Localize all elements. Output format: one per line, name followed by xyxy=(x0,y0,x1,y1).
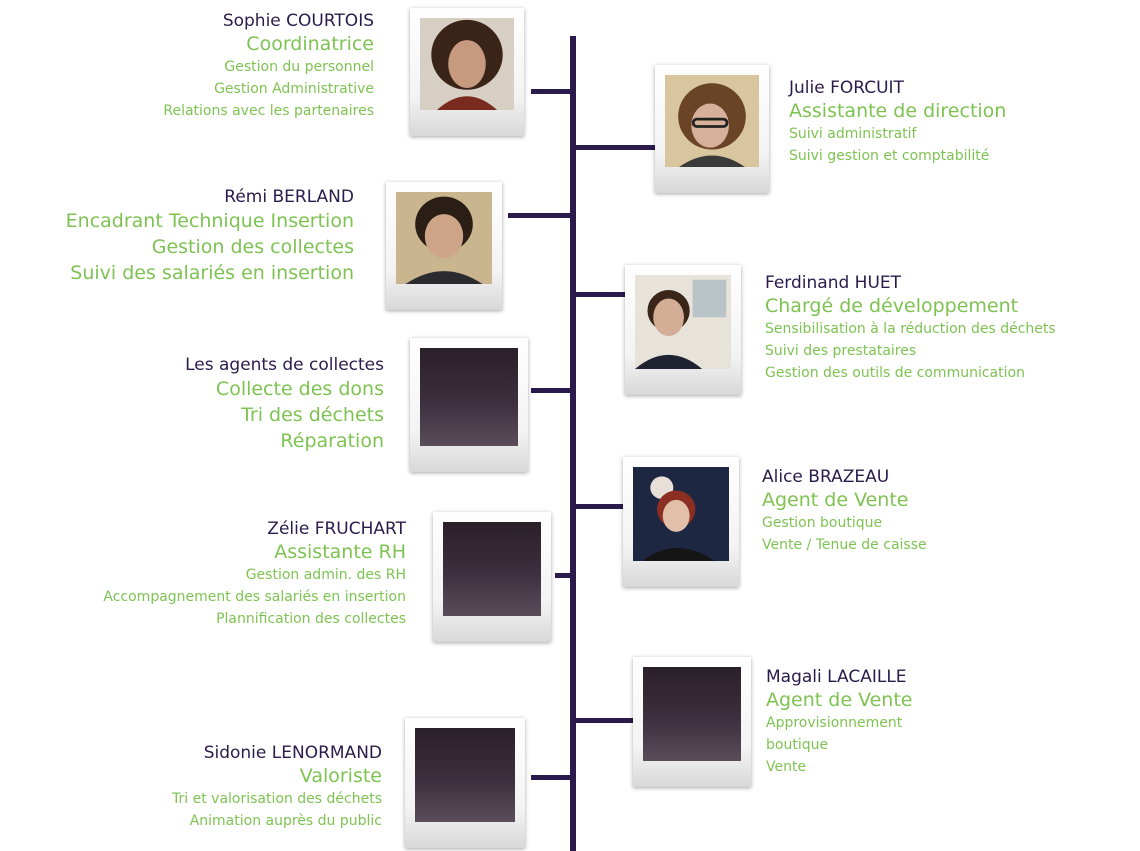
branch-line xyxy=(508,213,571,218)
photo-frame xyxy=(655,65,769,193)
member-name: Julie FORCUIT xyxy=(789,78,904,98)
member-task: Relations avec les partenaires xyxy=(163,103,374,119)
vertical-connector-line xyxy=(570,36,576,851)
photo-placeholder xyxy=(643,667,741,761)
photo-frame xyxy=(405,718,525,848)
photo-frame xyxy=(433,512,551,642)
member-name: Rémi BERLAND xyxy=(224,187,354,207)
member-role: Assistante de direction xyxy=(789,100,1007,122)
branch-line xyxy=(555,573,571,578)
photo-placeholder xyxy=(420,348,518,446)
member-role: Chargé de développement xyxy=(765,295,1019,317)
member-name: Zélie FRUCHART xyxy=(267,519,406,539)
member-tasks: Suivi administratif Suivi gestion et com… xyxy=(789,123,1006,167)
photo-frame xyxy=(625,265,741,395)
photo-frame xyxy=(633,657,751,787)
member-role: Valoriste xyxy=(299,765,382,787)
member-role: Agent de Vente xyxy=(766,689,913,711)
branch-line xyxy=(531,89,571,94)
team-member: Alice BRAZEAU Agent de Vente Gestion bou… xyxy=(762,466,927,556)
team-member: Sophie COURTOIS Coordinatrice Gestion du… xyxy=(163,10,374,122)
member-task: Vente xyxy=(766,759,807,775)
member-task: Suivi des prestataires xyxy=(765,343,917,359)
team-member: Julie FORCUIT Assistante de direction Su… xyxy=(789,77,1006,167)
team-member: Ferdinand HUET Chargé de développement S… xyxy=(765,272,1056,384)
person-photo xyxy=(633,467,729,561)
member-task: Gestion boutique xyxy=(762,515,883,531)
member-name: Alice BRAZEAU xyxy=(762,467,890,487)
photo-frame xyxy=(410,338,528,472)
member-task: Tri des déchets xyxy=(241,404,384,426)
member-task: Approvisionnement xyxy=(766,715,903,731)
branch-line xyxy=(575,292,625,297)
person-photo xyxy=(665,75,759,167)
member-task: Tri et valorisation des déchets xyxy=(172,791,382,807)
member-role: Assistante RH xyxy=(274,541,406,563)
branch-line xyxy=(531,388,571,393)
member-task: Plannification des collectes xyxy=(216,611,406,627)
branch-line xyxy=(575,718,633,723)
member-name: Sophie COURTOIS xyxy=(222,11,374,31)
member-task: Collecte des dons xyxy=(215,378,384,400)
branch-line xyxy=(575,504,623,509)
member-name: Ferdinand HUET xyxy=(765,273,902,293)
team-member: Sidonie LENORMAND Valoriste Tri et valor… xyxy=(172,742,382,832)
photo-frame xyxy=(386,182,502,310)
member-role: Coordinatrice xyxy=(246,33,374,55)
member-task: Accompagnement des salariés en insertion xyxy=(103,589,406,605)
member-task: Suivi administratif xyxy=(789,126,917,142)
member-task: Gestion des collectes xyxy=(151,236,354,258)
person-photo xyxy=(420,18,514,110)
team-member: Magali LACAILLE Agent de Vente Approvisi… xyxy=(766,666,912,778)
photo-placeholder xyxy=(443,522,541,616)
member-tasks: Collecte des dons Tri des déchets Répara… xyxy=(185,376,384,454)
member-role: Agent de Vente xyxy=(762,489,909,511)
member-task: Gestion du personnel xyxy=(224,59,374,75)
person-photo xyxy=(396,192,492,284)
member-name: Sidonie LENORMAND xyxy=(203,743,382,763)
member-task: Suivi des salariés en insertion xyxy=(70,262,354,284)
member-tasks: Encadrant Technique Insertion Gestion de… xyxy=(66,208,354,286)
member-name: Les agents de collectes xyxy=(185,355,384,375)
member-tasks: Tri et valorisation des déchets Animatio… xyxy=(172,788,382,832)
member-task: Gestion admin. des RH xyxy=(245,567,406,583)
member-task: Gestion des outils de communication xyxy=(765,365,1025,381)
member-tasks: Gestion admin. des RH Accompagnement des… xyxy=(103,564,406,630)
photo-frame xyxy=(410,8,524,136)
team-member: Les agents de collectes Collecte des don… xyxy=(185,354,384,454)
member-tasks: Gestion boutique Vente / Tenue de caisse xyxy=(762,512,927,556)
member-task: Gestion Administrative xyxy=(214,81,374,97)
team-member: Zélie FRUCHART Assistante RH Gestion adm… xyxy=(103,518,406,630)
member-task: Animation auprès du public xyxy=(189,813,382,829)
photo-placeholder xyxy=(415,728,515,822)
member-task: Suivi gestion et comptabilité xyxy=(789,148,990,164)
member-tasks: Approvisionnement boutique Vente xyxy=(766,712,912,778)
branch-line xyxy=(531,775,571,780)
member-task: Encadrant Technique Insertion xyxy=(65,210,354,232)
branch-line xyxy=(575,145,655,150)
person-photo xyxy=(635,275,731,369)
member-tasks: Gestion du personnel Gestion Administrat… xyxy=(163,56,374,122)
photo-frame xyxy=(623,457,739,587)
member-task: Sensibilisation à la réduction des déche… xyxy=(765,321,1056,337)
team-member: Rémi BERLAND Encadrant Technique Inserti… xyxy=(66,186,354,286)
member-task: Vente / Tenue de caisse xyxy=(762,537,927,553)
member-tasks: Sensibilisation à la réduction des déche… xyxy=(765,318,1056,384)
member-name: Magali LACAILLE xyxy=(766,667,907,687)
member-task: boutique xyxy=(766,737,829,753)
member-task: Réparation xyxy=(280,430,384,452)
